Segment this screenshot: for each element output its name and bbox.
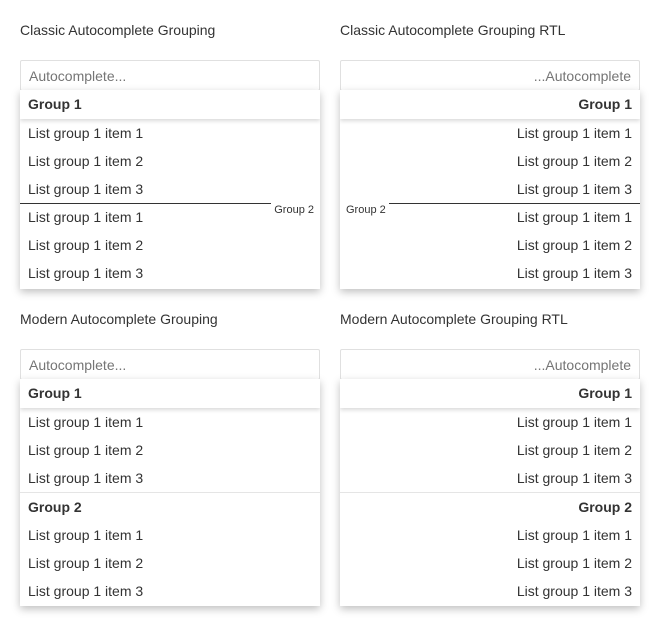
list-item[interactable]: List group 1 item 3 bbox=[28, 265, 144, 281]
list-item[interactable]: List group 1 item 2 bbox=[516, 555, 632, 571]
list-item[interactable]: List group 1 item 2 bbox=[28, 237, 144, 253]
group-header: Group 1 bbox=[340, 379, 640, 408]
group-header: Group 1 bbox=[20, 379, 320, 408]
list-item[interactable]: List group 1 item 3 bbox=[28, 583, 144, 599]
list-item[interactable]: List group 1 item 2 bbox=[516, 237, 632, 253]
list-item[interactable]: List group 1 item 1 bbox=[28, 527, 144, 543]
autocomplete-input[interactable] bbox=[20, 349, 320, 380]
list-item[interactable]: List group 1 item 3 bbox=[516, 265, 632, 281]
list-item[interactable]: List group 1 item 2 bbox=[516, 442, 632, 458]
modern-autocomplete-demo: Modern Autocomplete Grouping Group 1 Lis… bbox=[20, 309, 320, 606]
autocomplete-popup: Group 1 List group 1 item 1 List group 1… bbox=[340, 90, 640, 289]
autocomplete-popup: Group 1 List group 1 item 1 List group 1… bbox=[340, 379, 640, 606]
autocomplete-popup: Group 1 List group 1 item 1 List group 1… bbox=[20, 90, 320, 289]
list-item[interactable]: List group 1 item 2 bbox=[28, 555, 144, 571]
list-item[interactable]: List group 1 item 1 bbox=[28, 209, 144, 225]
list-item[interactable]: List group 1 item 2 bbox=[516, 153, 632, 169]
list-item[interactable]: List group 1 item 1 bbox=[516, 527, 632, 543]
autocomplete-input[interactable] bbox=[340, 349, 640, 380]
demo-title: Classic Autocomplete Grouping RTL bbox=[340, 22, 566, 38]
list-item[interactable]: List group 1 item 1 bbox=[516, 414, 632, 430]
group-label: Group 2 bbox=[346, 204, 386, 216]
modern-autocomplete-rtl-demo: Modern Autocomplete Grouping RTL Group 1… bbox=[340, 309, 640, 606]
list-item[interactable]: List group 1 item 3 bbox=[516, 583, 632, 599]
demo-title: Classic Autocomplete Grouping bbox=[20, 22, 216, 38]
list-item[interactable]: List group 1 item 3 bbox=[516, 470, 632, 486]
list-item[interactable]: List group 1 item 2 bbox=[28, 442, 144, 458]
separator-line bbox=[20, 203, 271, 204]
separator-line bbox=[389, 203, 640, 204]
group-header: Group 1 bbox=[20, 90, 320, 119]
list-item[interactable]: List group 1 item 1 bbox=[28, 125, 144, 141]
group-label: Group 2 bbox=[274, 204, 314, 216]
group-header: Group 2 bbox=[20, 492, 320, 521]
list-item[interactable]: List group 1 item 3 bbox=[28, 470, 144, 486]
classic-autocomplete-demo: Classic Autocomplete Grouping Group 1 Li… bbox=[20, 20, 320, 289]
list-item[interactable]: List group 1 item 1 bbox=[516, 125, 632, 141]
group-header: Group 1 bbox=[340, 90, 640, 119]
list-item[interactable]: List group 1 item 1 bbox=[516, 209, 632, 225]
demo-title: Modern Autocomplete Grouping RTL bbox=[340, 311, 568, 327]
list-item[interactable]: List group 1 item 2 bbox=[28, 153, 144, 169]
demo-title: Modern Autocomplete Grouping bbox=[20, 311, 218, 327]
autocomplete-popup: Group 1 List group 1 item 1 List group 1… bbox=[20, 379, 320, 606]
autocomplete-input[interactable] bbox=[20, 60, 320, 91]
list-item[interactable]: List group 1 item 3 bbox=[516, 181, 632, 197]
autocomplete-input[interactable] bbox=[340, 60, 640, 91]
list-item[interactable]: List group 1 item 1 bbox=[28, 414, 144, 430]
group-header: Group 2 bbox=[340, 492, 640, 521]
list-item[interactable]: List group 1 item 3 bbox=[28, 181, 144, 197]
classic-autocomplete-rtl-demo: Classic Autocomplete Grouping RTL Group … bbox=[340, 20, 640, 289]
